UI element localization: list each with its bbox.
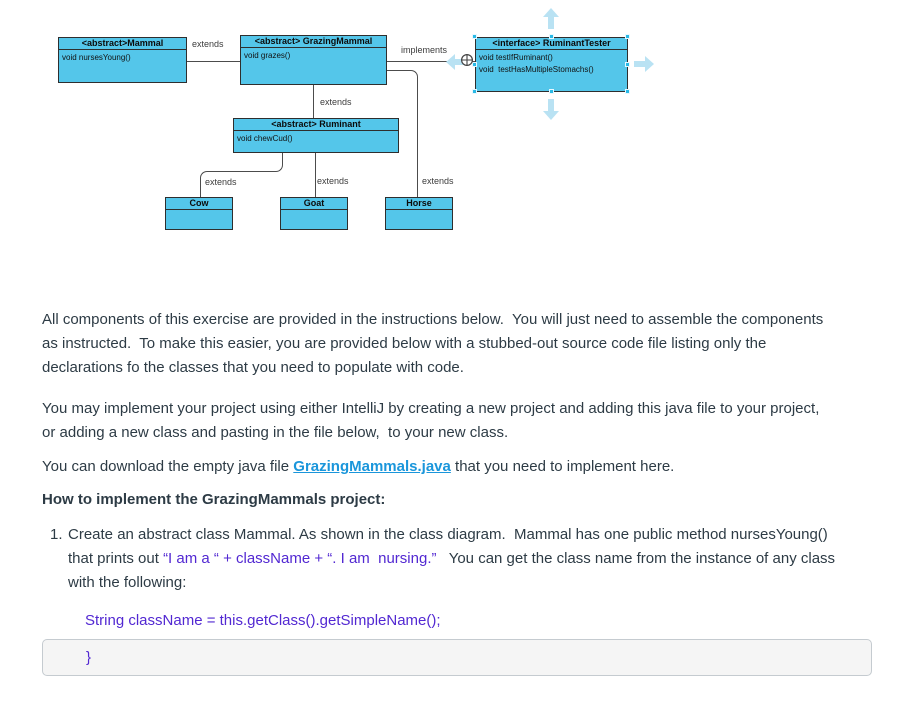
ordered-list-item-1: 1. Create an abstract class Mammal. As s… <box>42 523 882 595</box>
selection-handle <box>625 34 630 39</box>
method-testifruminant: void testIfRuminant() <box>479 53 553 62</box>
prints-out-suffix: You can get the class name from the inst… <box>436 550 836 567</box>
section-heading: How to implement the GrazingMammals proj… <box>42 491 386 508</box>
uml-class-diagram: extends implements extends extends exten… <box>0 0 914 300</box>
class-box-horse: Horse <box>385 197 453 230</box>
class-title-grazingmammal: <abstract> GrazingMammal <box>241 36 386 48</box>
code-stub-box: } <box>42 639 872 676</box>
list-line: that prints out “I am a “ + className + … <box>68 547 882 571</box>
print-string-highlight: “I am a “ + className + “. I am nursing.… <box>163 550 437 567</box>
connector-grazingmammal-ruminant <box>313 85 314 118</box>
autoconnect-left-arrow-icon <box>446 54 466 70</box>
selection-handle <box>549 34 554 39</box>
method-chewcud: void chewCud() <box>237 134 293 143</box>
label-extends-ruminant: extends <box>320 97 352 107</box>
class-title-goat: Goat <box>281 198 347 210</box>
class-title-mammal: <abstract>Mammal <box>59 38 186 50</box>
grazingmammals-java-link[interactable]: GrazingMammals.java <box>293 458 451 475</box>
connector-ruminant-cow-upper <box>207 153 283 172</box>
connector-mammal-grazingmammal <box>187 61 240 62</box>
paragraph-line: You may implement your project using eit… <box>42 400 820 417</box>
selection-handle <box>472 34 477 39</box>
paragraph-line: All components of this exercise are prov… <box>42 311 824 328</box>
connector-grazingmammal-ruminanttester <box>387 61 475 62</box>
connector-ruminant-cow-lower <box>200 171 208 197</box>
class-title-horse: Horse <box>386 198 452 210</box>
instructions: All components of this exercise are prov… <box>42 308 882 676</box>
paragraph-download: You can download the empty java file Gra… <box>42 455 882 479</box>
connection-point-icon <box>460 53 474 67</box>
class-title-ruminant: <abstract> Ruminant <box>234 119 398 131</box>
label-extends-goat: extends <box>317 176 349 186</box>
selection-handle <box>472 89 477 94</box>
label-extends-mammal: extends <box>192 39 224 49</box>
download-text-prefix: You can download the empty java file <box>42 458 294 475</box>
autoconnect-right-arrow-icon <box>634 56 654 72</box>
autoconnect-up-arrow-icon <box>543 8 559 29</box>
selection-handle <box>472 62 477 67</box>
class-title-ruminanttester: <interface> RuminantTester <box>476 38 627 50</box>
method-nursesyoung: void nursesYoung() <box>62 53 131 62</box>
paragraph-implement-options: You may implement your project using eit… <box>42 397 882 445</box>
selection-handle <box>625 89 630 94</box>
connector-ruminant-goat <box>315 153 316 197</box>
class-box-ruminanttester: <interface> RuminantTester void testIfRu… <box>475 37 628 92</box>
paragraph-components: All components of this exercise are prov… <box>42 308 882 380</box>
autoconnect-down-arrow-icon <box>543 99 559 120</box>
method-testhasmultiplestomachs: void testHasMultipleStomachs() <box>479 65 594 74</box>
class-box-cow: Cow <box>165 197 233 230</box>
list-line: Create an abstract class Mammal. As show… <box>68 526 828 543</box>
prints-out-prefix: that prints out <box>68 550 164 567</box>
label-extends-cow: extends <box>205 177 237 187</box>
label-extends-horse: extends <box>422 176 454 186</box>
list-line: with the following: <box>68 574 187 591</box>
paragraph-line: declarations fo the classes that you nee… <box>42 359 464 376</box>
code-stub-brace: } <box>86 649 92 666</box>
download-text-suffix: that you need to implement here. <box>450 458 675 475</box>
paragraph-line: as instructed. To make this easier, you … <box>42 335 767 352</box>
class-box-ruminant: <abstract> Ruminant void chewCud() <box>233 118 399 153</box>
class-title-cow: Cow <box>166 198 232 210</box>
label-implements: implements <box>401 45 448 55</box>
class-box-grazingmammal: <abstract> GrazingMammal void grazes() <box>240 35 387 85</box>
connector-grazingmammal-horse <box>387 70 418 197</box>
class-box-mammal: <abstract>Mammal void nursesYoung() <box>58 37 187 83</box>
selection-handle <box>625 62 630 67</box>
paragraph-line: or adding a new class and pasting in the… <box>42 424 509 441</box>
list-number: 1. <box>50 526 63 543</box>
paragraph-line: You can download the empty java file Gra… <box>42 455 882 479</box>
class-box-goat: Goat <box>280 197 348 230</box>
method-grazes: void grazes() <box>244 51 291 60</box>
inline-code-statement: String className = this.getClass().getSi… <box>85 612 441 629</box>
selection-handle <box>549 89 554 94</box>
